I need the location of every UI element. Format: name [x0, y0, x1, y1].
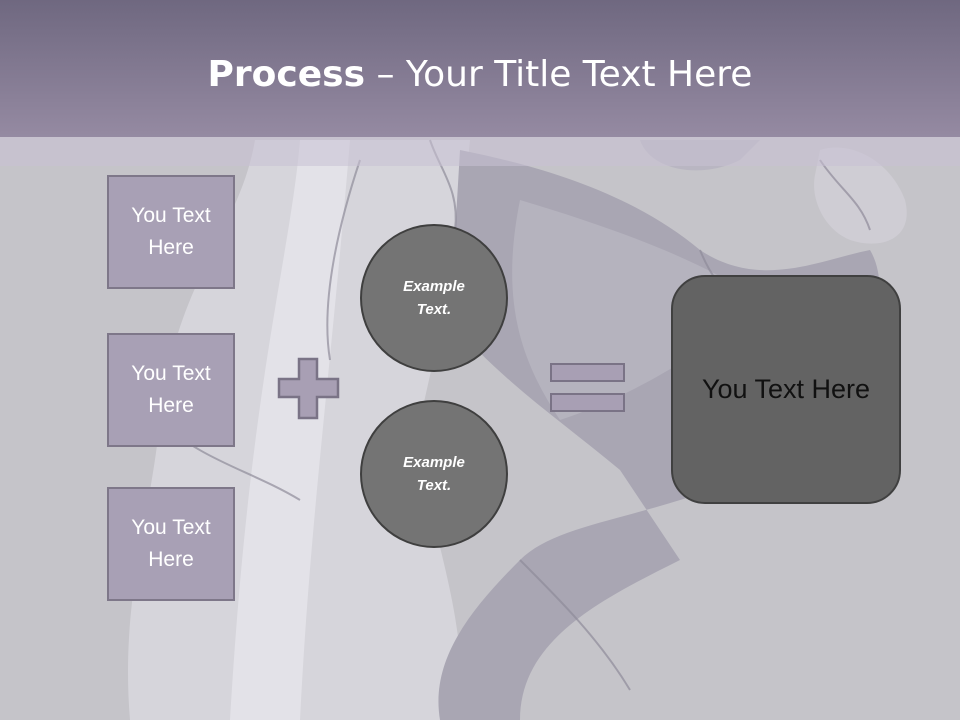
- title-bold: Process: [207, 54, 366, 95]
- page-title: Process – Your Title Text Here: [0, 52, 960, 98]
- title-bar: [0, 0, 960, 137]
- left-text-box[interactable]: You Text Here: [107, 333, 235, 447]
- equals-bar-top: [550, 363, 625, 382]
- example-circle[interactable]: Example Text.: [360, 400, 508, 548]
- example-circle[interactable]: Example Text.: [360, 224, 508, 372]
- title-rest: – Your Title Text Here: [365, 54, 753, 95]
- equals-bar-bottom: [550, 393, 625, 412]
- title-strip: [0, 137, 960, 166]
- left-text-box[interactable]: You Text Here: [107, 175, 235, 289]
- left-text-box[interactable]: You Text Here: [107, 487, 235, 601]
- plus-icon: [277, 357, 340, 420]
- result-box[interactable]: You Text Here: [671, 275, 901, 504]
